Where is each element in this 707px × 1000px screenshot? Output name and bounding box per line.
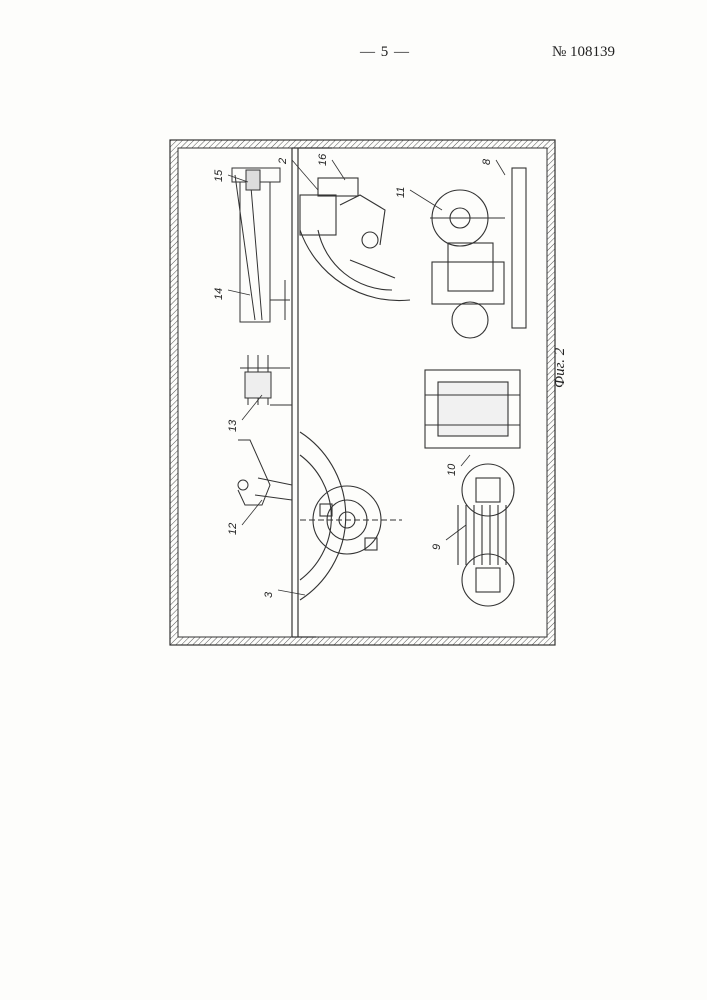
callout-13: 13 xyxy=(227,419,239,432)
transformer xyxy=(425,370,520,448)
callout-2: 2 xyxy=(277,158,289,165)
figure-caption: Фиг. 2 xyxy=(552,348,569,388)
callout-3: 3 xyxy=(263,591,275,598)
callout-12: 12 xyxy=(227,523,239,535)
callout-14: 14 xyxy=(213,288,225,300)
callout-9: 9 xyxy=(431,544,443,550)
callout-10: 10 xyxy=(446,463,458,476)
callout-8: 8 xyxy=(481,158,493,165)
callout-11: 11 xyxy=(395,187,407,198)
callout-15: 15 xyxy=(213,169,225,182)
callout-16: 16 xyxy=(317,153,329,166)
